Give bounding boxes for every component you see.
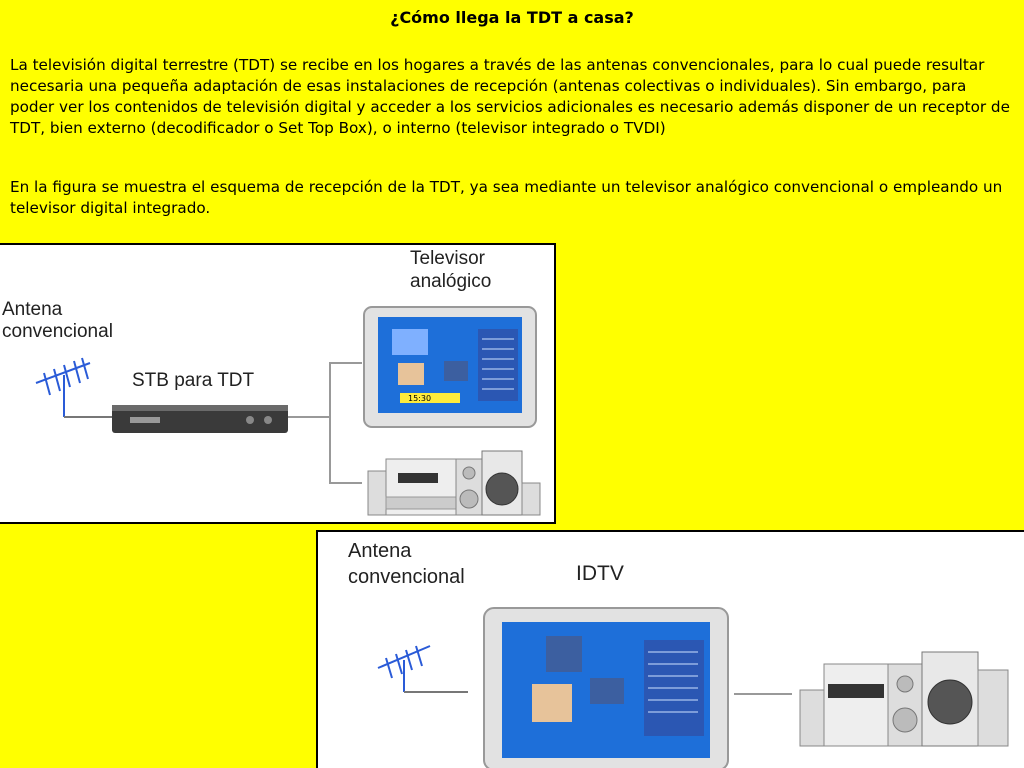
- figure-description-paragraph: En la figura se muestra el esquema de re…: [10, 178, 1003, 217]
- tv-clock-text: 15:30: [408, 394, 431, 403]
- idtv-label: IDTV: [576, 562, 624, 585]
- antenna-label: Antena convencional: [348, 540, 465, 588]
- antenna-icon: [377, 645, 468, 693]
- hifi-system-icon: [799, 651, 1009, 747]
- stb-diagram-drawing: 15:30: [35, 306, 541, 516]
- tv-label: Televisor analógico: [410, 248, 492, 292]
- hifi-system-icon: [367, 450, 541, 516]
- set-top-box-icon: [112, 405, 288, 433]
- idtv-reception-diagram: Antena convencional IDTV: [316, 530, 1024, 768]
- stb-reception-diagram: 15:30 Televisor analógico Antena convenc…: [0, 243, 556, 524]
- intro-paragraph: La televisión digital terrestre (TDT) se…: [10, 56, 1010, 137]
- analog-tv-icon: 15:30: [363, 306, 537, 428]
- idtv-diagram-drawing: [377, 607, 1009, 768]
- antenna-label: Antena convencional: [2, 299, 113, 342]
- idtv-tv-icon: [483, 607, 729, 768]
- stb-label: STB para TDT: [132, 370, 255, 391]
- antenna-icon: [35, 357, 112, 418]
- page-title: ¿Cómo llega la TDT a casa?: [390, 8, 634, 27]
